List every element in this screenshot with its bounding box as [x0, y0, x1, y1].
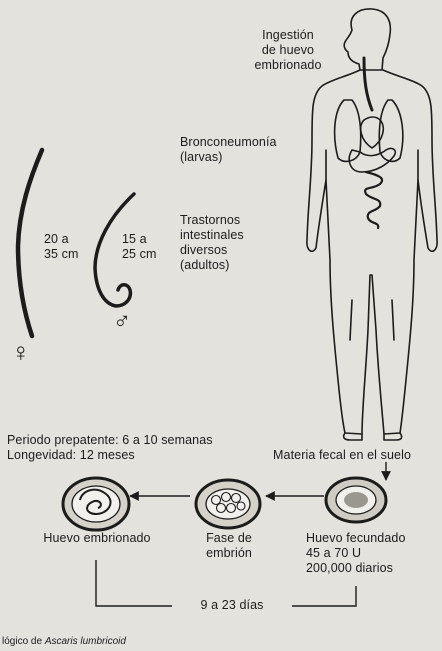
- male-size-line-1: 15 a: [122, 232, 157, 247]
- trastornos-line-2: intestinales: [180, 228, 244, 243]
- human-figure-illustration: [307, 9, 437, 440]
- fase-line-1: Fase de: [184, 531, 274, 546]
- ingestion-line-2: de huevo: [248, 43, 328, 58]
- longevity-label: Longevidad: 12 meses: [7, 448, 135, 463]
- fecal-matter-label: Materia fecal en el suelo: [273, 448, 411, 463]
- fecundado-line-3: 200,000 diarios: [306, 561, 406, 576]
- male-size-label: 15 a 25 cm: [122, 232, 157, 262]
- ingestion-line-3: embrionado: [248, 58, 328, 73]
- fase-line-2: embrión: [184, 546, 274, 561]
- embryo-phase-egg-illustration: [196, 480, 260, 528]
- fertilized-egg-label: Huevo fecundado 45 a 70 U 200,000 diario…: [306, 531, 406, 576]
- embryonated-egg-illustration: [63, 478, 129, 530]
- trastornos-line-3: diversos: [180, 243, 244, 258]
- bronco-line-1: Bronconeumonía: [180, 135, 277, 150]
- trastornos-line-1: Trastornos: [180, 213, 244, 228]
- fecundado-line-1: Huevo fecundado: [306, 531, 406, 546]
- prepatent-period-label: Periodo prepatente: 6 a 10 semanas: [7, 433, 213, 448]
- fecundado-line-2: 45 a 70 U: [306, 546, 406, 561]
- female-size-line-1: 20 a: [44, 232, 79, 247]
- ingestion-line-1: Ingestión: [248, 28, 328, 43]
- male-size-line-2: 25 cm: [122, 247, 157, 262]
- figure-caption: lógico de Ascaris lumbricoid: [2, 636, 126, 647]
- embryonated-egg-label: Huevo embrionado: [22, 531, 172, 546]
- ingestion-label: Ingestión de huevo embrionado: [248, 28, 328, 73]
- female-worm-illustration: [18, 150, 42, 336]
- female-size-label: 20 a 35 cm: [44, 232, 79, 262]
- intestinal-disorders-label: Trastornos intestinales diversos (adulto…: [180, 213, 244, 273]
- female-symbol: ♀: [11, 337, 31, 367]
- male-symbol: ♂: [113, 308, 131, 336]
- caption-prefix: lógico de: [2, 636, 45, 647]
- bronco-line-2: (larvas): [180, 150, 277, 165]
- trastornos-line-4: (adultos): [180, 258, 244, 273]
- fertilized-egg-illustration: [326, 478, 386, 522]
- caption-species: Ascaris lumbricoid: [45, 636, 126, 647]
- days-label: 9 a 23 días: [172, 598, 292, 613]
- embryo-phase-label: Fase de embrión: [184, 531, 274, 561]
- female-size-line-2: 35 cm: [44, 247, 79, 262]
- bronchopneumonia-label: Bronconeumonía (larvas): [180, 135, 277, 165]
